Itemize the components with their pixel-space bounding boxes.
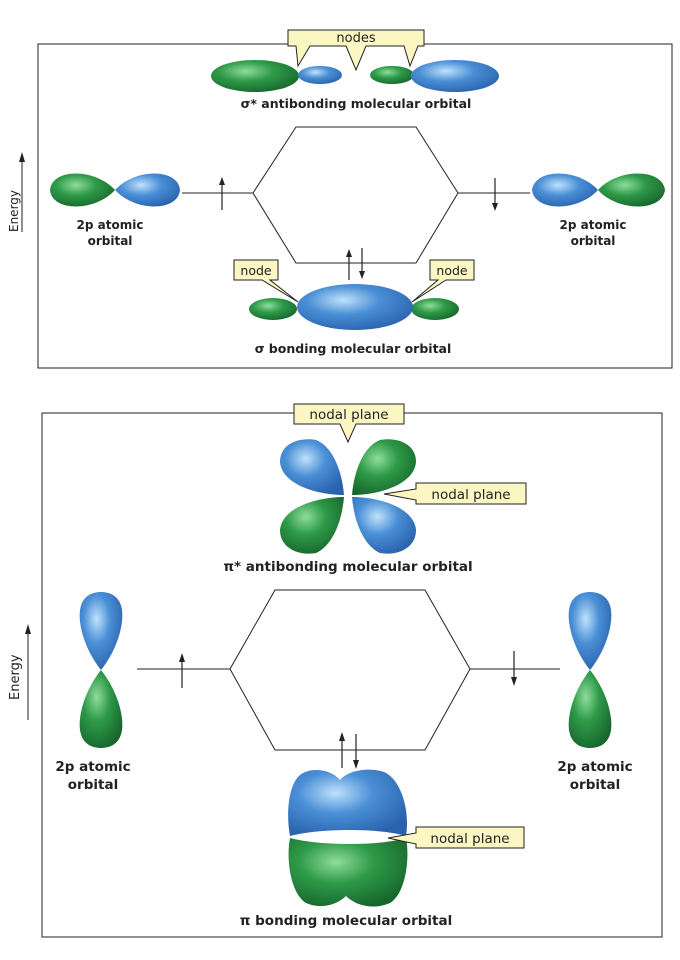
sigma-bonding-orbital — [249, 284, 459, 330]
sigma-panel: Energy nodes σ* antibonding molecular or… — [7, 29, 673, 369]
sigma-energy-label: Energy — [7, 190, 21, 232]
node-left-callout: node — [233, 259, 299, 303]
nodes-callout: nodes — [287, 29, 425, 72]
pi-energy-axis: Energy — [8, 624, 31, 720]
pi-energy-label: Energy — [8, 654, 23, 700]
sigma-right-electron-down — [492, 178, 498, 211]
pi-bonding-electron-pair — [339, 732, 359, 769]
sigma-bonding-label: σ bonding molecular orbital — [255, 341, 452, 356]
sigma-left-2p-orbital — [50, 173, 180, 207]
sigma-bonding-electron-pair — [346, 248, 365, 280]
nodes-callout-text: nodes — [336, 31, 375, 46]
pi-left-atomic-label-1: 2p atomic — [55, 759, 130, 775]
pi-left-atomic-label-2: orbital — [68, 777, 118, 793]
sigma-energy-axis: Energy — [7, 152, 25, 232]
pi-right-atomic-label-1: 2p atomic — [557, 759, 632, 775]
pi-bonding-label: π bonding molecular orbital — [240, 913, 452, 929]
pi-right-atomic-label-2: orbital — [570, 777, 620, 793]
sigma-right-atomic-label-1: 2p atomic — [560, 218, 627, 232]
sigma-left-atomic-label-1: 2p atomic — [77, 218, 144, 232]
pi-bonding-orbital — [288, 769, 408, 907]
sigma-right-2p-orbital — [532, 173, 665, 207]
sigma-mo-hexagon — [252, 126, 459, 264]
sigma-left-atomic-label-2: orbital — [88, 234, 133, 248]
pi-antibonding-orbital — [280, 439, 416, 554]
pi-panel: Energy nodal plane nodal plane π* antibo… — [8, 403, 663, 938]
sigma-left-electron-up — [219, 177, 225, 210]
nodal-plane-bonding-callout: nodal plane — [387, 826, 525, 849]
sigma-right-atomic-label-2: orbital — [571, 234, 616, 248]
nodal-plane-top-text: nodal plane — [309, 407, 388, 423]
sigma-antibonding-orbital — [211, 60, 499, 92]
node-left-callout-text: node — [240, 263, 272, 278]
nodal-plane-top-callout: nodal plane — [293, 403, 405, 444]
node-right-callout: node — [411, 259, 475, 303]
pi-left-electron-up — [179, 653, 185, 688]
nodal-plane-antibonding-text: nodal plane — [431, 487, 510, 503]
pi-left-2p-orbital — [79, 592, 123, 748]
pi-right-2p-orbital — [568, 592, 612, 748]
pi-antibonding-label: π* antibonding molecular orbital — [223, 559, 472, 575]
sigma-antibonding-label: σ* antibonding molecular orbital — [241, 96, 472, 111]
nodal-plane-bonding-text: nodal plane — [430, 831, 509, 847]
node-right-callout-text: node — [436, 263, 468, 278]
pi-mo-hexagon — [229, 589, 471, 751]
nodal-plane-antibonding-callout: nodal plane — [383, 482, 527, 505]
pi-right-electron-down — [511, 651, 517, 686]
